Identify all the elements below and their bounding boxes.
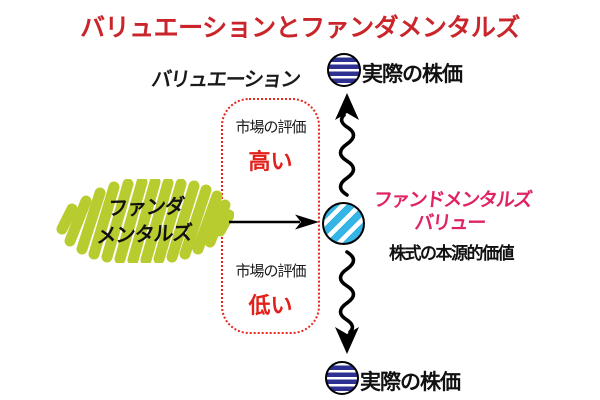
fundamentals-value-title-line1: ファンドメンタルズ: [372, 189, 533, 211]
actual-price-bottom-label: 実際の株価: [360, 370, 461, 394]
wavy-arrow-down-icon: [335, 250, 359, 354]
actual-price-bottom-marker-icon: [325, 361, 359, 395]
fundamentals-blob: ファンダ メンタルズ: [56, 179, 234, 263]
right-arrow-icon: [229, 214, 319, 230]
fundamentals-value-title: ファンドメンタルズ バリュー: [370, 189, 533, 235]
fundamentals-blob-line2: メンタルズ: [95, 220, 193, 248]
market-eval-low-value: 低い: [248, 294, 293, 319]
wavy-arrow-up-icon: [335, 93, 359, 197]
page-title: バリュエーションとファンダメンタルズ: [80, 13, 520, 42]
scribble-highlight-icon: [56, 179, 234, 263]
actual-price-top-marker-icon: [327, 53, 361, 87]
market-eval-low-group: 市場の評価 低い: [223, 260, 318, 320]
market-eval-high-caption: 市場の評価: [235, 118, 306, 136]
fundamentals-value-subtitle: 株式の本源的価値: [389, 243, 515, 264]
actual-price-top-label: 実際の株価: [362, 62, 463, 86]
market-eval-high-value: 高い: [248, 150, 293, 175]
market-eval-high-group: 市場の評価 高い: [223, 116, 318, 176]
market-eval-low-caption: 市場の評価: [235, 262, 306, 280]
valuation-label: バリュエーション: [150, 67, 302, 91]
fundamentals-blob-line1: ファンダ: [107, 193, 185, 221]
fundamentals-value-circle-icon: [322, 202, 365, 245]
fundamentals-value-title-line2: バリュー: [413, 211, 486, 234]
fundamentals-value-block: ファンドメンタルズ バリュー 株式の本源的価値: [370, 189, 533, 264]
fundamentals-blob-text: ファンダ メンタルズ: [53, 176, 237, 266]
